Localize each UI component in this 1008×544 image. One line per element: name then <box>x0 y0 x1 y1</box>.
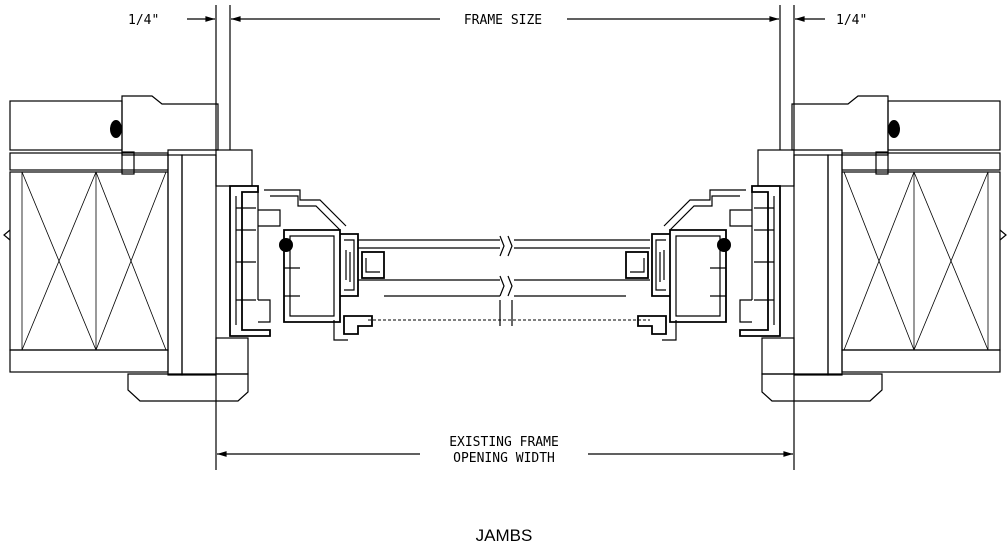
drawing-title: JAMBS <box>476 526 533 544</box>
glazing-unit <box>358 235 650 326</box>
frame-size-label: FRAME SIZE <box>464 13 542 28</box>
frame-size-dimension: 1/4" FRAME SIZE 1/4" <box>128 5 867 150</box>
opening-label-line2: OPENING WIDTH <box>453 451 555 466</box>
right-frame-profile <box>625 185 781 341</box>
left-gap-label: 1/4" <box>128 13 159 28</box>
opening-width-dimension: EXISTING FRAME OPENING WIDTH <box>215 375 795 470</box>
left-wall-section <box>3 95 253 402</box>
left-frame-profile <box>229 185 385 341</box>
right-gap-label: 1/4" <box>836 13 867 28</box>
right-wall-section <box>757 95 1007 402</box>
opening-label-line1: EXISTING FRAME <box>449 435 559 450</box>
